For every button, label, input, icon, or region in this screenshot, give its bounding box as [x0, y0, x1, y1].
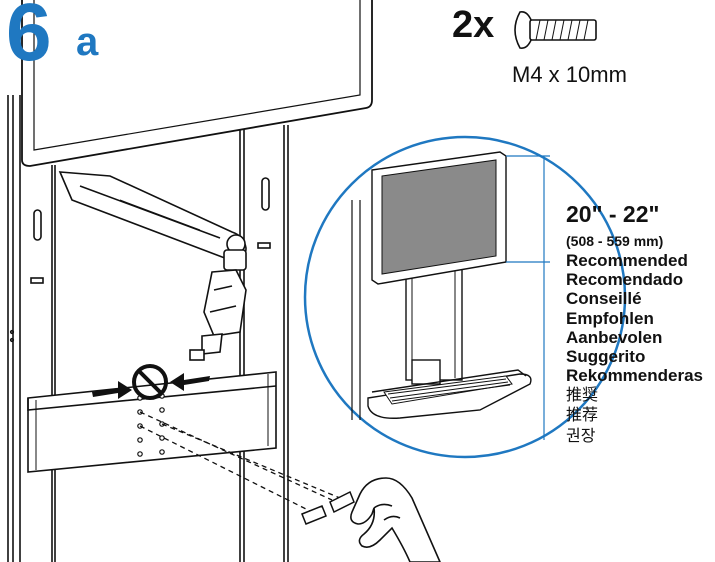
dimension-line	[506, 155, 550, 440]
screw-icon	[514, 11, 597, 49]
screw-paths	[139, 411, 341, 515]
monitor-top	[21, 0, 373, 167]
recommended-ja: 推奨	[566, 384, 599, 404]
step-letter: a	[76, 20, 99, 64]
monitor-arm	[58, 171, 247, 361]
size-range-inches: 20" - 22"	[566, 201, 660, 227]
size-range-mm: (508 - 559 mm)	[566, 232, 664, 249]
recommended-ko: 권장	[566, 426, 596, 446]
cart-frame	[7, 95, 289, 562]
size-callout: 20" - 22" (508 - 559 mm) Recommended Rec…	[566, 201, 704, 447]
recommended-sv: Rekommenderas	[566, 365, 704, 385]
zoom-inset	[303, 135, 627, 459]
recommended-fr: Conseillé	[566, 289, 642, 309]
recommended-nl: Aanbevolen	[566, 327, 663, 347]
recommended-zh: 推荐	[566, 405, 599, 425]
screw-spec: M4 x 10mm	[512, 62, 627, 87]
recommended-pt: Recomendado	[566, 270, 684, 290]
screw-icon	[301, 490, 355, 525]
step-number: 6	[6, 0, 52, 78]
hand-illustration	[350, 477, 441, 562]
monitor-screen	[381, 159, 497, 275]
screw-quantity: 2x	[452, 4, 495, 46]
keyboard-icon	[383, 375, 513, 405]
recommended-en: Recommended	[566, 251, 688, 271]
press-arrows-icon	[92, 373, 210, 399]
no-symbol-icon	[132, 364, 168, 400]
recommended-it: Suggerito	[566, 346, 646, 366]
recommended-de: Empfohlen	[566, 308, 654, 328]
